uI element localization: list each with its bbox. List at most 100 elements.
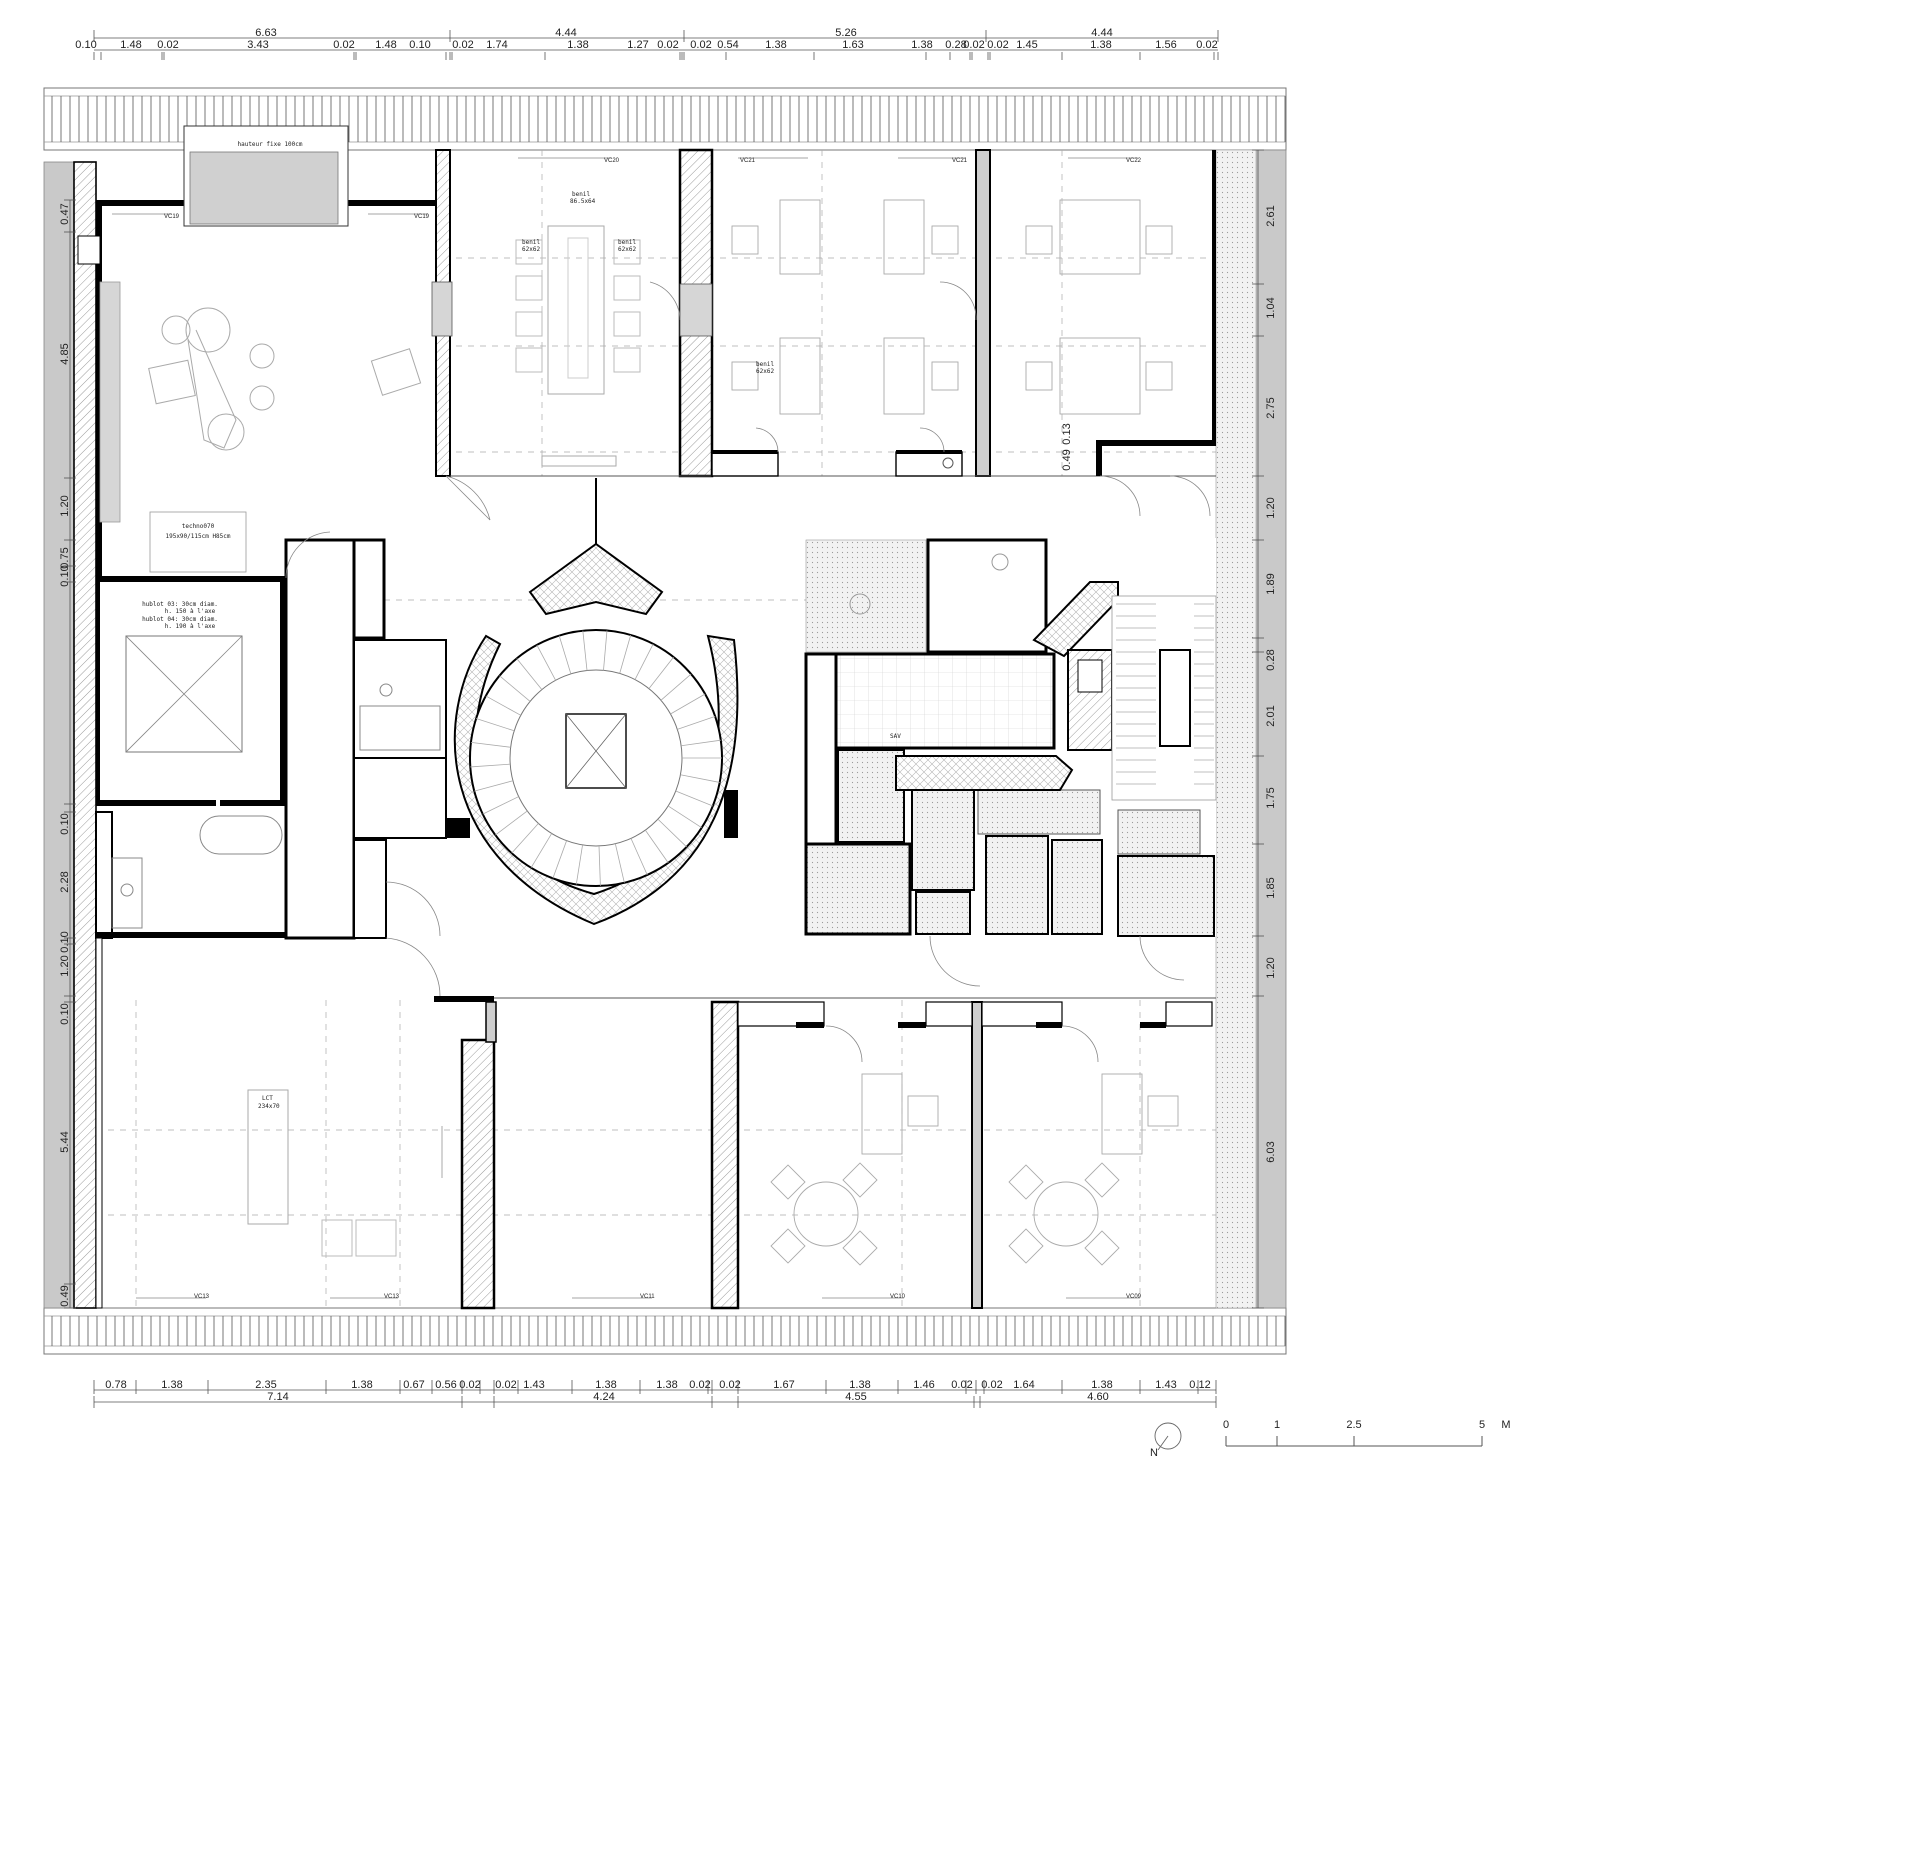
storage-cabinets [711,450,963,477]
dim-bot-seg: 1.38 [595,1379,616,1391]
note-benil-b2: 62x62 [618,246,636,253]
note-benil-a2: 62x62 [522,246,540,253]
dim-bot-seg: 0.02 [459,1379,480,1391]
dim-bot-seg: 0.12 [1189,1379,1210,1391]
facade-west-hatch [73,161,97,1309]
dim-right: 0.28 [1265,649,1277,670]
structural-grid [96,150,1216,1308]
dim-top-seg: 0.02 [1196,39,1217,51]
dim-bot-seg: 1.38 [849,1379,870,1391]
north-label: N [1150,1447,1158,1459]
dim-top-seg: 0.10 [75,39,96,51]
note-techno-2: 195x90/115cm H85cm [165,533,230,540]
wall-s-1 [460,1038,496,1310]
dim-top-seg: 0.02 [963,39,984,51]
dim-top-seg: 1.45 [1016,39,1037,51]
dim-top-seg: 1.48 [120,39,141,51]
dim-right: 6.03 [1265,1141,1277,1162]
dim-bot-seg: 1.38 [1091,1379,1112,1391]
service-core-east: SAV [804,538,1217,937]
note-hublot-1: hublot 03: 30cm diam. [142,601,218,608]
dim-top-seg: 0.02 [690,39,711,51]
dim-left: 0.10 [59,565,71,586]
dim-left: 1.20 [59,495,71,516]
dim-bot-seg: 0.56 [435,1379,456,1391]
window-vc21a: VC21 [740,158,756,164]
note-bench-2: 86.5x64 [570,198,596,205]
wall-s-2 [710,1000,740,1310]
room-elevator-left: hublot 03: 30cm diam. h. 150 à l'axe hub… [96,582,286,806]
facade-west [43,161,75,1309]
wall-ne [1100,440,1216,446]
dim-top-seg: 1.56 [1155,39,1176,51]
dim-left: 0.75 [59,547,71,568]
note-bench-1: benil [572,191,590,198]
dim-top-seg: 1.63 [842,39,863,51]
scale-tick-3: 5 [1479,1419,1485,1431]
dim-left: 2.28 [59,871,71,892]
dim-right: 1.20 [1265,497,1277,518]
dim-top-seg: 0.02 [157,39,178,51]
wall-n-2 [975,149,991,477]
dim-top-seg: 1.38 [1090,39,1111,51]
dim-top-total: 4.44 [555,27,576,39]
dim-bot-seg: 1.38 [351,1379,372,1391]
window-vc22: VC22 [1126,158,1142,164]
dim-bot-total: 4.55 [845,1391,866,1403]
dim-bot-seg: 1.43 [523,1379,544,1391]
north-arrow: N [1150,1422,1182,1459]
window-vc13b: VC13 [384,1294,400,1300]
dim-top-seg: 1.48 [375,39,396,51]
window-vc19a: VC19 [164,214,180,220]
dim-bot-seg: 0.02 [689,1379,710,1391]
note-sav: SAV [890,733,901,740]
dim-left: 5.44 [59,1131,71,1152]
window-vc09: VC09 [1126,1294,1142,1300]
note-hauteur: hauteur fixe 100cm [237,141,302,148]
dim-bot-seg: 0.02 [951,1379,972,1391]
office-furniture-s [770,1073,1179,1266]
dim-right: 1.85 [1265,877,1277,898]
wall-n-1-gap [679,283,713,337]
dim-right: 1.75 [1265,787,1277,808]
scale-bar: 0 1 2.5 5 M [1223,1419,1511,1447]
dim-right: 2.61 [1265,205,1277,226]
dim-inner-1: 0.13 [1061,423,1073,444]
dim-bot-seg: 1.43 [1155,1379,1176,1391]
note-benil-c2: 62x62 [756,368,774,375]
dim-right: 1.04 [1265,297,1277,318]
dim-bot-seg: 0.67 [403,1379,424,1391]
note-techno-1: techno070 [182,523,215,530]
dim-right: 2.01 [1265,705,1277,726]
dim-bot-seg: 2.35 [255,1379,276,1391]
dim-top-seg: 1.27 [627,39,648,51]
scale-unit: M [1501,1419,1510,1431]
dim-bot-total: 7.14 [267,1391,288,1403]
dim-bot-seg: 1.38 [656,1379,677,1391]
dim-bot-total: 4.60 [1087,1391,1108,1403]
wall-sw-v [95,937,103,1309]
dim-left: 0.10 [59,1003,71,1024]
note-benil-b: benil [618,239,636,246]
window-vc13a: VC13 [194,1294,210,1300]
dim-left: 0.10 [59,813,71,834]
scale-tick-2: 2.5 [1346,1419,1361,1431]
wall-s-top [434,996,494,1002]
dim-bot-seg: 0.02 [495,1379,516,1391]
dim-right: 1.20 [1265,957,1277,978]
dim-inner-2: 0.49 [1061,449,1073,470]
dim-bot-seg: 0.02 [981,1379,1002,1391]
dim-top-seg: 1.38 [567,39,588,51]
dim-left: 1.20 [59,955,71,976]
room-meeting-n: benil 86.5x64 benil 62x62 benil 62x62 [431,149,641,477]
scale-tick-1: 1 [1274,1419,1280,1431]
dim-top-seg: 0.02 [987,39,1008,51]
dim-bot-seg: 0.78 [105,1379,126,1391]
dim-left: 0.49 [59,1285,71,1306]
facade-east-hatch [1215,149,1257,1309]
facade-east [1255,149,1287,1309]
room-bath-left [95,811,350,939]
note-table-2: 234x70 [258,1103,280,1110]
note-hublot-3: hublot 04: 30cm diam. [142,616,218,623]
dim-left: 4.85 [59,343,71,364]
